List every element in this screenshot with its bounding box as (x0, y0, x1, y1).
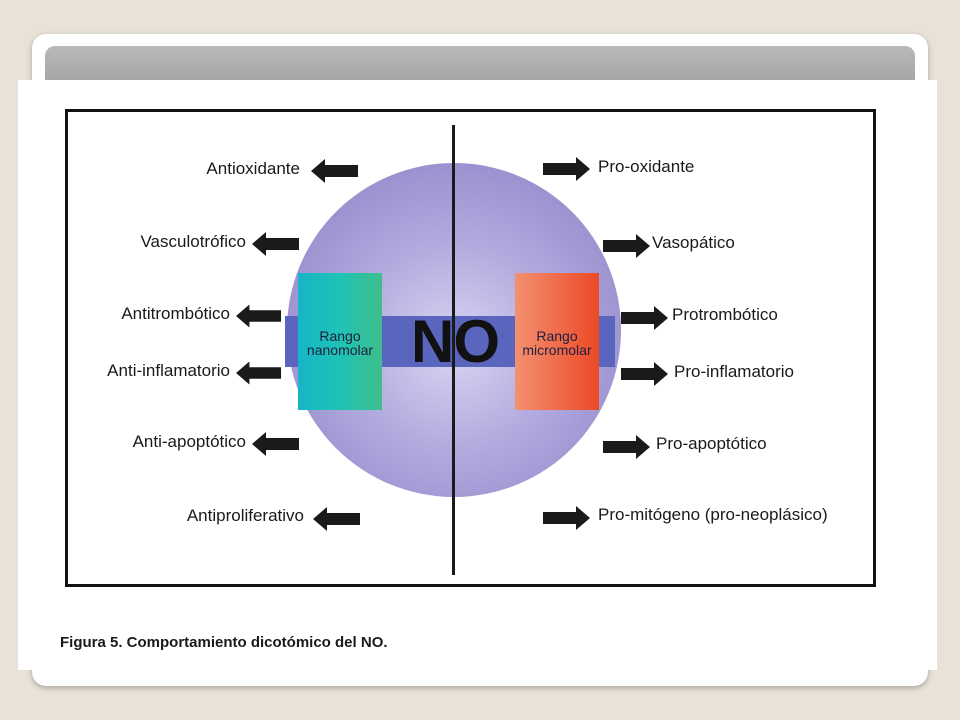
figure-caption: Figura 5. Comportamiento dicotómico del … (60, 634, 388, 651)
arrow-left-icon (313, 507, 360, 531)
arrow-left-icon (236, 304, 282, 328)
right-effect-label: Pro-mitógeno (pro-neoplásico) (598, 505, 828, 524)
arrow-right-icon (543, 506, 590, 530)
arrow-right-icon (603, 234, 650, 258)
left-effect-label: Antioxidante (206, 159, 300, 178)
left-effect-label: Anti-apoptótico (132, 432, 246, 451)
right-effect-label: Pro-apoptótico (656, 434, 767, 453)
right-effect-label: Pro-inflamatorio (674, 362, 794, 381)
left-effect-label: Antiproliferativo (186, 506, 304, 525)
right-effect-label: Protrombótico (672, 305, 778, 324)
micromolar-label-line1: Rango (536, 328, 578, 344)
nanomolar-range-box: Rango nanomolar (298, 273, 382, 410)
micromolar-label-line2: micromolar (522, 342, 592, 358)
arrow-right-icon (621, 306, 668, 330)
right-effect-label: Pro-oxidante (598, 157, 695, 176)
nanomolar-range-label: Rango nanomolar (298, 329, 382, 357)
arrow-left-icon (311, 159, 358, 183)
arrow-left-icon (252, 432, 299, 456)
micromolar-range-box: Rango micromolar (515, 273, 599, 410)
arrow-left-icon (236, 361, 282, 385)
micromolar-range-label: Rango micromolar (515, 329, 599, 357)
arrow-right-icon (543, 157, 590, 181)
arrow-right-icon (603, 435, 650, 459)
left-effect-label: Vasculotrófico (140, 232, 246, 251)
no-molecule-label: NO (411, 308, 500, 375)
left-effect-label: Antitrombótico (121, 304, 230, 323)
nanomolar-label-line1: Rango (319, 328, 361, 344)
right-effect-label: Vasopático (652, 233, 735, 252)
left-effect-label: Anti-inflamatorio (107, 361, 230, 380)
nanomolar-label-line2: nanomolar (306, 342, 374, 358)
arrow-left-icon (252, 232, 299, 256)
divider-line (452, 125, 455, 575)
arrow-right-icon (621, 362, 668, 386)
slide-header-bar (45, 46, 915, 82)
